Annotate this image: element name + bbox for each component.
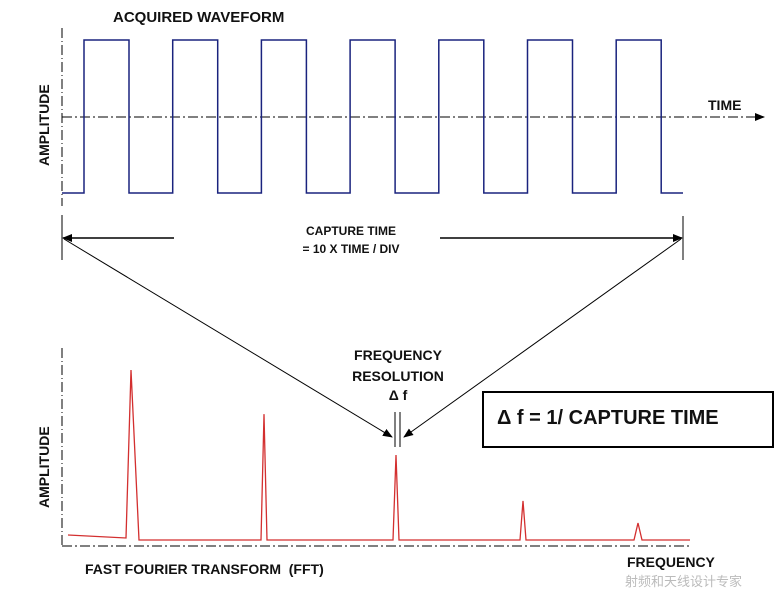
time-label: TIME [708,97,741,113]
fft-spectrum [67,369,690,541]
resolution-line1: FREQUENCY [354,347,443,363]
resolution-delta-f: Δ f [389,387,408,403]
capture-time-formula: = 10 X TIME / DIV [302,242,399,256]
diagonal-arrow-left [63,238,393,438]
diagonal-arrow-right [403,238,682,438]
fft-amplitude-label: AMPLITUDE [36,426,52,508]
top-title: ACQUIRED WAVEFORM [113,9,284,26]
square-waveform [62,39,683,194]
capture-time-label: CAPTURE TIME [306,224,396,238]
watermark: 射频和天线设计专家 [625,574,742,589]
top-amplitude-label: AMPLITUDE [36,84,52,166]
formula-box [482,391,774,448]
resolution-line2: RESOLUTION [352,368,444,384]
frequency-label: FREQUENCY [627,554,716,570]
fft-title: FAST FOURIER TRANSFORM (FFT) [85,561,324,577]
formula-text: Δ f = 1/ CAPTURE TIME [497,407,719,429]
